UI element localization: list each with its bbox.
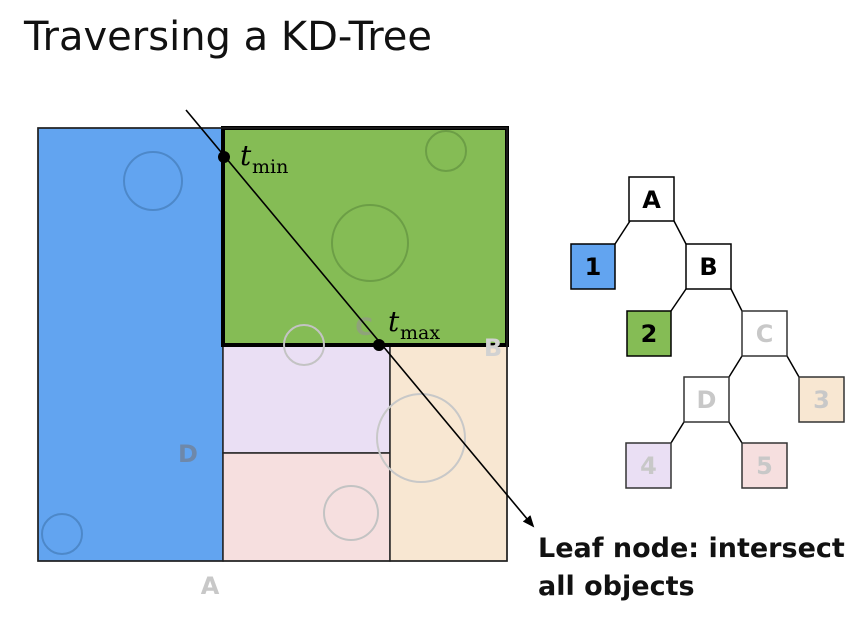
- region-leaf-1: [37, 127, 224, 562]
- t-min-point: [218, 151, 230, 163]
- slide-title: Traversing a KD-Tree: [24, 14, 433, 60]
- object-circle: [283, 324, 325, 366]
- tree-leaf-1-label: 1: [585, 253, 602, 281]
- caption-line-1: Leaf node: intersect: [538, 533, 845, 564]
- tree-node-b: B: [685, 243, 732, 290]
- t-max-label: t max: [388, 305, 440, 344]
- t-min-label: t min: [240, 139, 288, 178]
- object-circle: [323, 485, 379, 541]
- region-labels: A B C D: [178, 313, 502, 600]
- t-min-sub: min: [252, 156, 288, 178]
- region-leaf-4: [222, 344, 391, 454]
- t-max-point: [373, 339, 385, 351]
- leaf-node-caption: Leaf node: intersect all objects: [538, 530, 845, 606]
- tree-node-b-label: B: [699, 253, 717, 281]
- split-label-a: A: [201, 572, 220, 600]
- object-circle: [331, 204, 409, 282]
- tree-leaf-3: 3: [798, 376, 845, 423]
- scene-bounds: [37, 127, 508, 562]
- region-leaf-3: [389, 344, 508, 562]
- scene-objects: [41, 130, 467, 555]
- tree-leaf-4: 4: [625, 442, 672, 489]
- tree-leaf-5-label: 5: [756, 452, 773, 480]
- tree-node-c: C: [741, 310, 788, 357]
- tree-leaf-2-label: 2: [641, 320, 658, 348]
- t-min-var: t: [240, 139, 252, 172]
- tree-leaf-4-label: 4: [640, 452, 657, 480]
- object-circle: [123, 151, 183, 211]
- tree-node-d-label: D: [697, 386, 717, 414]
- t-max-var: t: [388, 305, 400, 338]
- t-max-sub: max: [400, 322, 440, 344]
- tree-edges: [614, 220, 800, 444]
- spatial-partition: [37, 126, 509, 562]
- kd-tree: A 1 B 2 C D 3 4: [570, 176, 845, 489]
- tree-node-d: D: [683, 376, 730, 423]
- object-circle: [376, 393, 466, 483]
- tree-leaf-1: 1: [570, 243, 616, 290]
- tree-leaf-5: 5: [741, 442, 788, 489]
- tree-node-a: A: [628, 176, 675, 222]
- split-label-b: B: [484, 334, 502, 362]
- tree-node-a-label: A: [642, 186, 661, 214]
- caption-line-2: all objects: [538, 571, 695, 602]
- object-circle: [425, 130, 467, 172]
- region-leaf-5: [222, 452, 391, 562]
- object-circle: [41, 513, 83, 555]
- tree-leaf-2: 2: [626, 310, 672, 357]
- ray-arrow: [185, 109, 535, 528]
- split-label-d: D: [178, 440, 198, 468]
- split-label-c: C: [355, 313, 373, 341]
- tree-node-c-label: C: [756, 320, 774, 348]
- tree-leaf-3-label: 3: [813, 386, 830, 414]
